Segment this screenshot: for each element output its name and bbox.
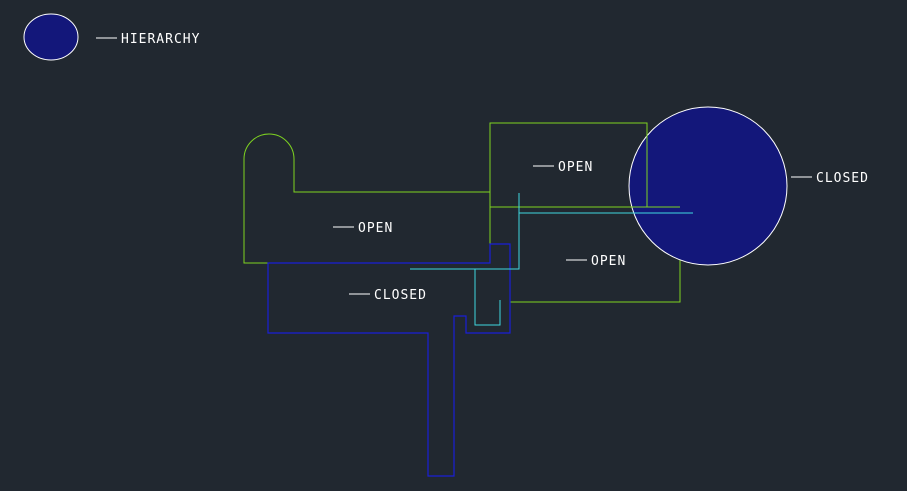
label-closed-center: CLOSED [349,288,427,303]
label-text-closed-circle: CLOSED [816,171,869,186]
circulation-path-loop [474,269,501,326]
circulation-path-main [410,193,520,270]
closed-zone-center-outline [267,243,511,477]
label-text-open-right: OPEN [591,254,626,269]
open-zone-left-outline [243,133,491,264]
label-text-closed-center: CLOSED [374,288,427,303]
label-open-top: OPEN [533,160,593,175]
label-open-left: OPEN [333,221,393,236]
legend-label: HIERARCHY [121,32,200,47]
label-closed-circle: CLOSED [791,171,869,186]
label-open-right: OPEN [566,254,626,269]
closed-zone-circle [628,106,788,266]
label-text-open-left: OPEN [358,221,393,236]
legend: HIERARCHY [23,13,200,61]
label-text-open-top: OPEN [558,160,593,175]
legend-symbol-circle [23,13,79,61]
